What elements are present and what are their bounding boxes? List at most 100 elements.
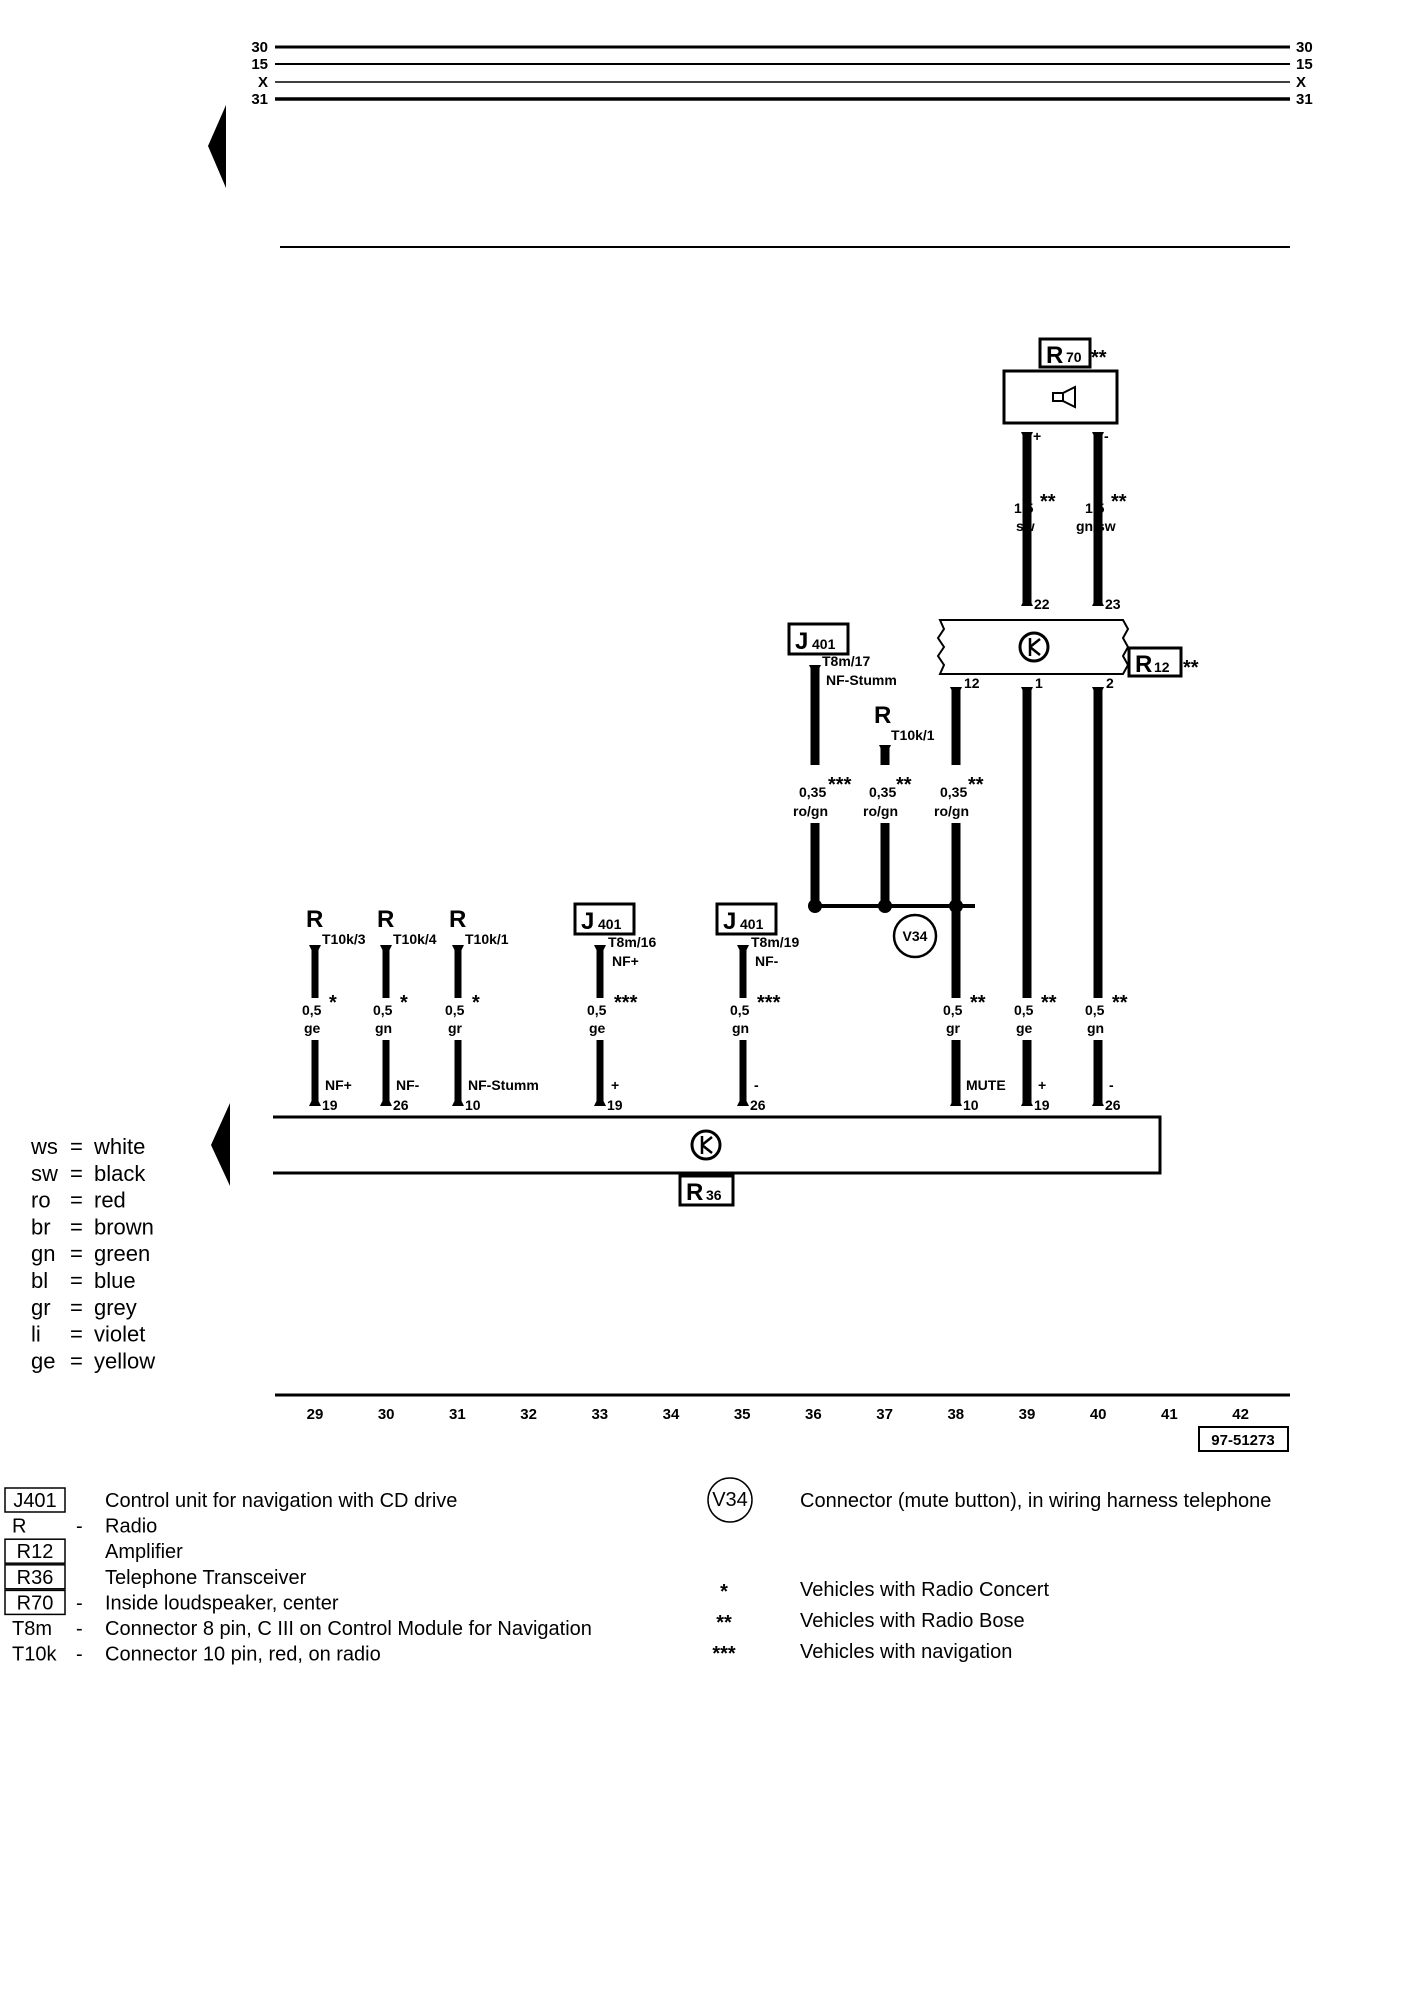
r12-label-box (1127, 646, 1183, 678)
key-description: Control unit for navigation with CD driv… (105, 1490, 457, 1512)
r36-transceiver-box (273, 1115, 1162, 1175)
r36-pin-35: 26 (750, 1097, 766, 1113)
wire-stars-39: ** (1041, 992, 1057, 1014)
r70-label-sub: 70 (1066, 349, 1082, 365)
r36-signal-29: NF+ (325, 1077, 352, 1093)
color-name: green (94, 1241, 150, 1266)
color-code: ws (30, 1134, 58, 1159)
wire-stars-30: * (400, 992, 408, 1014)
amplifier-icon (1018, 631, 1050, 663)
wire-stars-31: * (472, 992, 480, 1014)
color-code: gn (31, 1241, 55, 1266)
key-description: Connector 10 pin, red, on radio (105, 1644, 381, 1666)
radio-label-30: R (377, 906, 394, 933)
radio-connector-30: T10k/4 (393, 931, 437, 947)
amp-pin-2: 2 (1106, 675, 1114, 691)
wire-stars-speaker-plus: ** (1040, 491, 1056, 513)
key-description: Vehicles with Radio Concert (800, 1579, 1049, 1601)
j401-top: J 401 T8m/17 NF-Stumm (787, 622, 897, 688)
wire-size-30: 0,5 (373, 1002, 393, 1018)
amp-pin-23: 23 (1105, 596, 1121, 612)
wire-stars-33: *** (614, 992, 638, 1014)
key-code: ** (716, 1612, 732, 1634)
r36-pin-33: 19 (607, 1097, 623, 1113)
track-number: 34 (663, 1406, 680, 1423)
r36-pin-38: 10 (963, 1097, 979, 1113)
wire-size-36: 0,35 (799, 784, 826, 800)
color-code: li (31, 1322, 41, 1347)
j401-right-label-sub: 401 (740, 916, 764, 932)
v34-connector: V34 (892, 913, 938, 959)
wire-color-37: ro/gn (863, 803, 898, 819)
r36-signal-33: + (611, 1077, 619, 1093)
key-code: T8m (12, 1618, 52, 1640)
equals-sign: = (70, 1161, 83, 1186)
reference-number: 97-51273 (1211, 1432, 1274, 1449)
color-name: violet (94, 1322, 145, 1347)
j401-mid-signal: NF+ (612, 953, 639, 969)
wire-color-38: gr (946, 1020, 961, 1036)
radio-label-29: R (306, 906, 323, 933)
key-description: Radio (105, 1516, 157, 1538)
wire-color-35: gn (732, 1020, 749, 1036)
amp-pin-1: 1 (1035, 675, 1043, 691)
color-name: red (94, 1188, 126, 1213)
color-code: gr (31, 1295, 51, 1320)
r70-label-box (1038, 337, 1092, 369)
track-number: 31 (449, 1406, 466, 1423)
amp-pin-12: 12 (964, 675, 980, 691)
transceiver-icon (690, 1129, 722, 1161)
color-code: br (31, 1214, 51, 1239)
equals-sign: = (70, 1241, 83, 1266)
key-code-box (4, 1487, 66, 1513)
wire-size-speaker-plus: 1,5 (1014, 500, 1034, 516)
key-code: R70 (17, 1592, 54, 1614)
r36-label-sub: 36 (706, 1187, 722, 1203)
color-name: black (94, 1161, 146, 1186)
track-number: 30 (378, 1406, 395, 1423)
color-legend: ws=whitesw=blackro=redbr=browngn=greenbl… (30, 1134, 155, 1373)
j401-mid-connector: T8m/16 (608, 934, 656, 950)
key-dash: - (76, 1644, 83, 1666)
wire-color-30: gn (375, 1020, 392, 1036)
wire-color-38-upper: ro/gn (934, 803, 969, 819)
track-number: 33 (591, 1406, 608, 1423)
wire-color-40: gn (1087, 1020, 1104, 1036)
key-code-box (4, 1589, 66, 1616)
bus-label-30-left: 30 (251, 39, 268, 56)
page-marker-bottom (211, 1103, 230, 1186)
j401-mid-label-main: J (581, 908, 594, 935)
wire-stars-36: *** (828, 774, 852, 796)
key-description: Vehicles with navigation (800, 1641, 1012, 1663)
speaker-pin-minus: - (1104, 428, 1109, 444)
key-description: Vehicles with Radio Bose (800, 1610, 1025, 1632)
r36-pin-39: 19 (1034, 1097, 1050, 1113)
r36-signal-31: NF-Stumm (468, 1077, 539, 1093)
wire-size-40: 0,5 (1085, 1002, 1105, 1018)
track-number: 38 (947, 1406, 964, 1423)
wire-size-speaker-minus: 1,5 (1085, 500, 1105, 516)
track-number: 29 (307, 1406, 324, 1423)
r36-pin-29: 19 (322, 1097, 338, 1113)
equals-sign: = (70, 1268, 83, 1293)
color-name: white (93, 1134, 145, 1159)
power-bus: 30 15 X 31 30 15 X 31 (251, 39, 1312, 108)
equals-sign: = (70, 1188, 83, 1213)
j401-right-label-box (715, 902, 778, 936)
page-marker-top (208, 105, 226, 188)
key-code: R (12, 1516, 26, 1538)
r36-signal-35: - (754, 1077, 759, 1093)
wire-size-38-upper: 0,35 (940, 784, 967, 800)
reference-box (1198, 1426, 1289, 1452)
j401-mid-label-sub: 401 (598, 916, 622, 932)
key-dash: - (76, 1516, 83, 1538)
r12-label-main: R (1135, 651, 1152, 678)
equals-sign: = (70, 1322, 83, 1347)
r12-amplifier-box (936, 619, 1130, 675)
track-number: 32 (520, 1406, 537, 1423)
color-code: ro (31, 1188, 51, 1213)
v34-label: V34 (903, 928, 928, 944)
equals-sign: = (70, 1134, 83, 1159)
track-number: 37 (876, 1406, 893, 1423)
